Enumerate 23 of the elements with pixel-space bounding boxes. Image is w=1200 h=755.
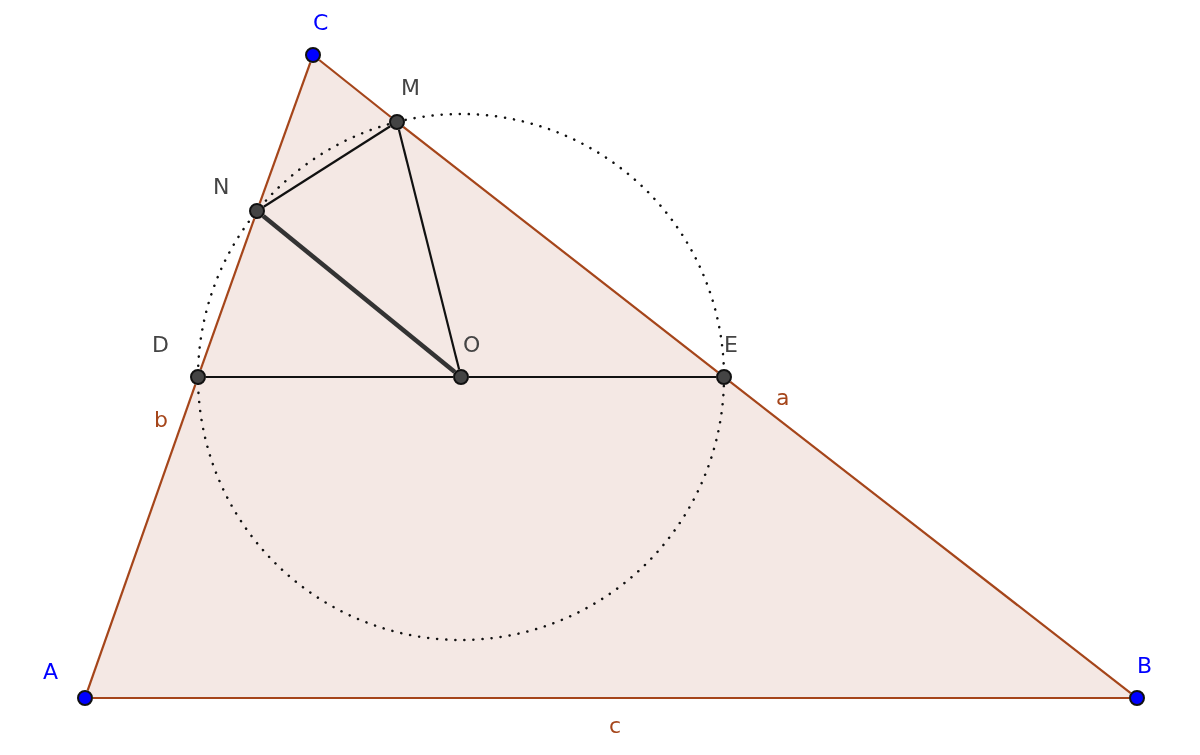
line-segment [469,375,716,379]
line-segment [402,126,719,373]
line-segment [397,129,461,370]
thick-segment [261,214,457,374]
point-label: A [43,660,59,684]
line-segment [199,218,256,370]
line-segment [258,62,312,204]
side-label: b [154,408,168,432]
line-segment [318,59,392,118]
point-label: O [463,333,481,357]
point-label: E [724,333,738,357]
line-segment [206,375,453,379]
line-segment [263,125,391,208]
line-segment [93,696,1129,700]
point-label: N [213,175,230,199]
line-segment [729,381,1132,694]
side-label: a [776,386,790,410]
point-label: D [152,333,169,357]
line-segment [86,384,197,691]
side-label: c [609,714,622,738]
point-label: B [1137,654,1153,678]
point-label: C [313,11,329,35]
point-label: M [401,76,420,100]
